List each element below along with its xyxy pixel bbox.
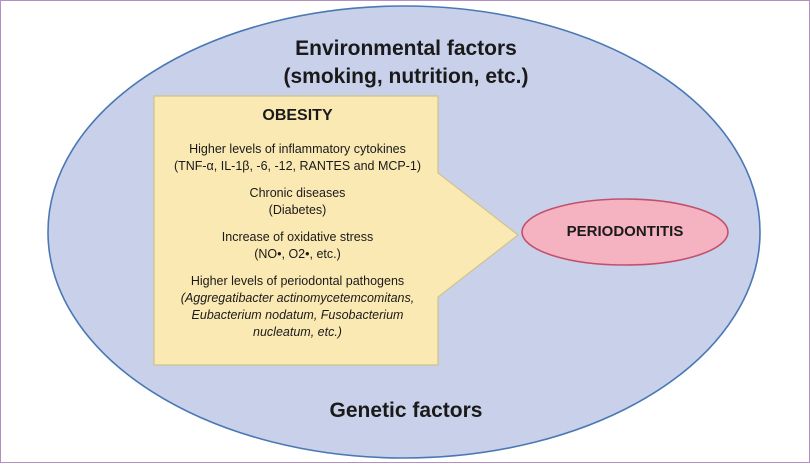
periodontitis-label: PERIODONTITIS <box>566 223 684 240</box>
obesity-factor-1: Higher levels of inflammatory cytokines (… <box>156 141 439 175</box>
periodontitis-ellipse <box>521 198 729 266</box>
obesity-factors-box: OBESITY Higher levels of inflammatory cy… <box>156 97 439 365</box>
obesity-factor-line: (Diabetes) <box>268 203 327 217</box>
obesity-factor-line: nucleatum, etc.) <box>253 325 342 339</box>
obesity-factor-line: (NO•, O2•, etc.) <box>254 247 341 261</box>
obesity-factor-line: Chronic diseases <box>249 186 346 200</box>
obesity-factor-3: Increase of oxidative stress (NO•, O2•, e… <box>156 229 439 263</box>
obesity-factor-line: (Aggregatibacter actinomycetemcomitans, <box>180 291 415 305</box>
obesity-arrow <box>153 95 519 366</box>
obesity-title: OBESITY <box>262 107 333 124</box>
obesity-factor-line: Eubacterium nodatum, Fusobacterium <box>191 308 404 322</box>
obesity-factor-line: Higher levels of periodontal pathogens <box>190 274 405 288</box>
obesity-factor-line: Increase of oxidative stress <box>221 230 374 244</box>
genetic-factors-title: Genetic factors <box>329 399 483 422</box>
obesity-factor-4: Higher levels of periodontal pathogens (A… <box>156 273 439 341</box>
obesity-factor-list: Higher levels of inflammatory cytokines (… <box>156 141 439 341</box>
obesity-factor-line: Higher levels of inflammatory cytokines <box>189 142 406 156</box>
obesity-factor-2: Chronic diseases (Diabetes) <box>156 185 439 219</box>
environmental-factors-examples: (smoking, nutrition, etc.) <box>283 65 529 88</box>
environmental-factors-title: Environmental factors <box>295 37 517 60</box>
obesity-factor-line: (TNF-α, IL-1β, -6, -12, RANTES and MCP-1… <box>173 159 422 173</box>
